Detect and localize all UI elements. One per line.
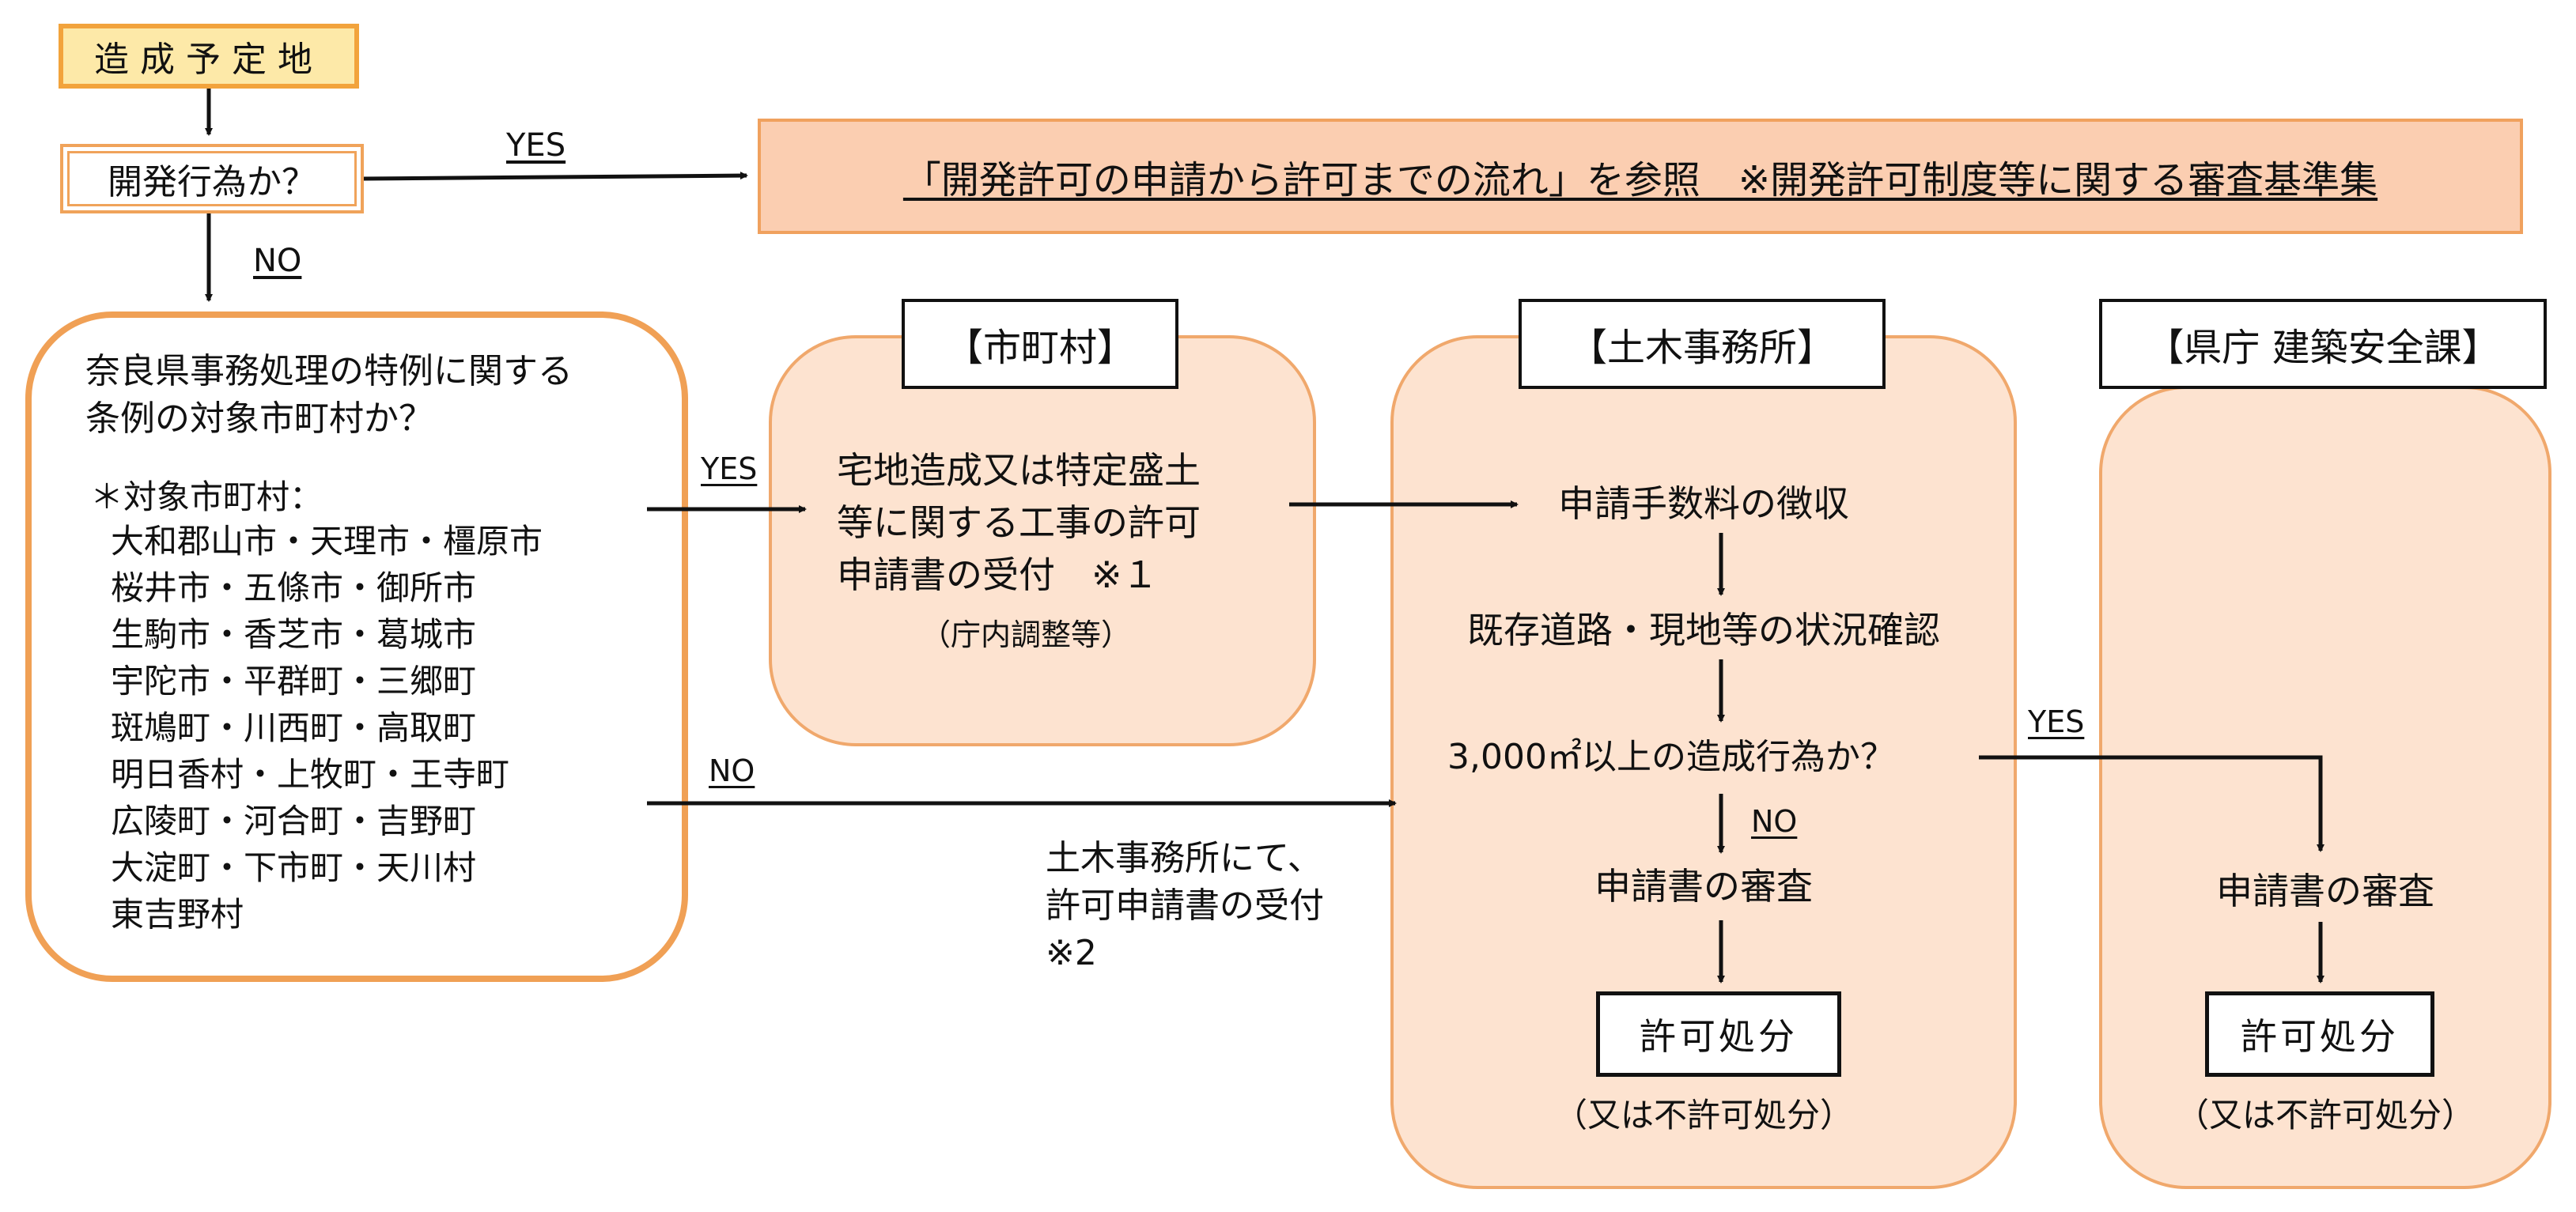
- arrow-size-yes: [1979, 755, 2324, 852]
- target-item: 広陵町・河合町・吉野町: [111, 802, 477, 840]
- target-item: 東吉野村: [111, 895, 244, 934]
- target-item: 宇陀市・平群町・三郷町: [111, 662, 477, 700]
- prefecture-header: 【県庁 建築安全課】: [2099, 299, 2547, 389]
- municipality-panel: [769, 335, 1316, 746]
- municipality-header-label: 【市町村】: [944, 326, 1135, 370]
- no-label-special: NO: [709, 753, 755, 788]
- target-item: 大和郡山市・天理市・橿原市: [111, 522, 543, 561]
- muni-note: （庁内調整等）: [921, 617, 1132, 652]
- development-question-label: 開発行為か？: [108, 162, 316, 202]
- muni-body-line-2: 等に関する工事の許可: [837, 501, 1201, 544]
- special-ordinance-question-box: [25, 311, 688, 982]
- yes-label-special: YES: [701, 451, 758, 486]
- office-header: 【土木事務所】: [1519, 299, 1886, 389]
- prefecture-header-label: 【県庁 建築安全課】: [2146, 326, 2500, 370]
- no-label-size: NO: [1751, 804, 1798, 839]
- development-question-node: 開発行為か？: [60, 144, 364, 213]
- target-item: 明日香村・上牧町・王寺町: [111, 755, 510, 794]
- office-permit-label: 許可処分: [1640, 1015, 1798, 1058]
- reference-text: 「開発許可の申請から許可までの流れ」を参照 ※開発許可制度等に関する審査基準集: [902, 158, 2378, 202]
- office-accept-line-3: ※2: [1046, 933, 1097, 973]
- pref-review-step: 申請書の審査: [2216, 870, 2434, 912]
- yes-label-size: YES: [2028, 704, 2085, 739]
- arrow-dev-yes: [363, 172, 748, 181]
- start-label: 造成予定地: [94, 40, 323, 80]
- yes-label-dev: YES: [506, 127, 566, 164]
- target-item: 斑鳩町・川西町・高取町: [111, 708, 477, 747]
- pref-alt-label: （又は不許可処分）: [2175, 1096, 2475, 1135]
- muni-body-line-1: 宅地造成又は特定盛土: [837, 449, 1201, 492]
- office-permit-box: 許可処分: [1596, 991, 1841, 1077]
- muni-body-line-3: 申請書の受付 ※１: [837, 553, 1159, 596]
- office-accept-line-1: 土木事務所にて、: [1046, 838, 1322, 878]
- site-check-step: 既存道路・現地等の状況確認: [1467, 609, 1940, 651]
- start-node: 造成予定地: [59, 24, 359, 89]
- office-review-step: 申請書の審査: [1594, 865, 1813, 908]
- target-item: 大淀町・下市町・天川村: [111, 848, 477, 887]
- target-item: 生駒市・香芝市・葛城市: [111, 615, 477, 654]
- office-alt-label: （又は不許可処分）: [1553, 1096, 1853, 1135]
- target-item: 桜井市・五條市・御所市: [111, 568, 477, 607]
- reference-banner: 「開発許可の申請から許可までの流れ」を参照 ※開発許可制度等に関する審査基準集: [758, 119, 2523, 234]
- office-accept-line-2: 許可申請書の受付: [1046, 885, 1324, 926]
- size-question: 3,000㎡以上の造成行為か？: [1447, 737, 1895, 777]
- special-question-line-1: 奈良県事務処理の特例に関する: [85, 351, 573, 391]
- special-question-line-2: 条例の対象市町村か？: [85, 398, 433, 439]
- municipality-header: 【市町村】: [902, 299, 1178, 389]
- target-heading: ＊対象市町村：: [90, 478, 323, 516]
- no-label-dev: NO: [253, 243, 302, 279]
- prefecture-panel: [2099, 386, 2551, 1189]
- fee-step: 申請手数料の徴収: [1558, 482, 1849, 525]
- pref-permit-box: 許可処分: [2205, 991, 2434, 1077]
- pref-permit-label: 許可処分: [2241, 1015, 2399, 1058]
- office-header-label: 【土木事務所】: [1568, 326, 1835, 370]
